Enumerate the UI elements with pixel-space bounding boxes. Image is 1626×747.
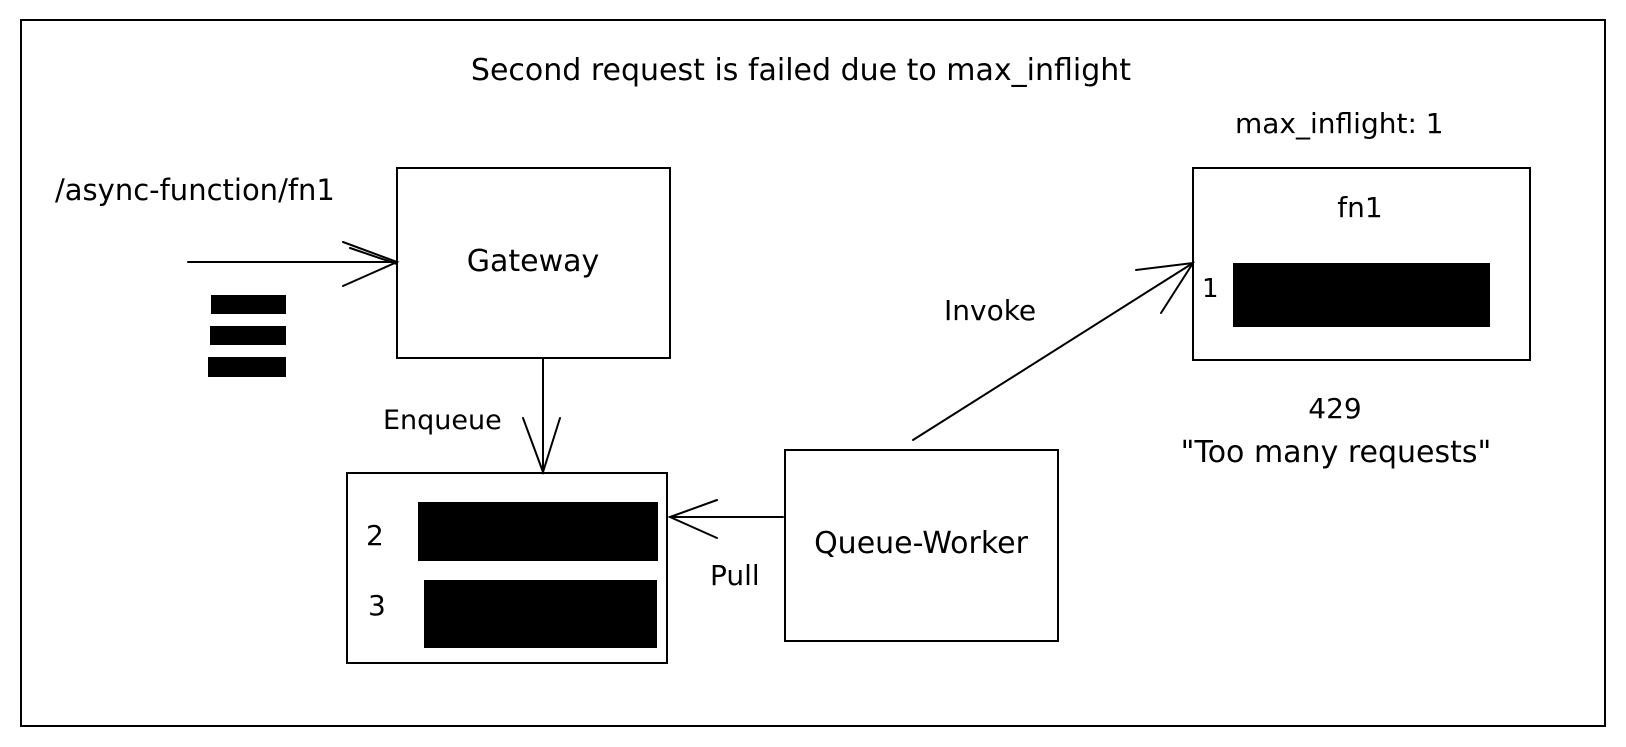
pending-request-bar (210, 326, 286, 345)
pull-arrow (667, 499, 784, 539)
invoke-label: Invoke (944, 294, 1036, 327)
function-box (1192, 167, 1531, 361)
enqueue-arrow (522, 357, 561, 476)
queue-worker-label: Queue-Worker (814, 526, 1029, 561)
pending-request-bar (211, 295, 286, 314)
enqueue-label: Enqueue (383, 405, 502, 436)
function-item-bar (1233, 263, 1490, 327)
function-name: fn1 (1337, 191, 1382, 224)
gateway-label: Gateway (467, 244, 600, 279)
endpoint-label: /async-function/fn1 (55, 173, 335, 207)
gateway-box (396, 167, 671, 359)
queue-item-number: 3 (368, 589, 386, 622)
max-inflight-label: max_inflight: 1 (1235, 107, 1444, 140)
queue-box (346, 472, 668, 664)
queue-item-bar (424, 580, 657, 648)
diagram-title: Second request is failed due to max_infl… (471, 53, 1131, 88)
invoke-arrow (912, 261, 1195, 441)
error-message-label: "Too many requests" (1181, 435, 1492, 470)
outer-frame (20, 19, 1606, 727)
incoming-request-arrow (187, 241, 400, 287)
function-item-number: 1 (1202, 274, 1219, 304)
pending-request-bar (208, 357, 286, 377)
queue-worker-box (784, 449, 1059, 642)
status-code-label: 429 (1308, 392, 1361, 425)
queue-item-number: 2 (366, 519, 384, 552)
pull-label: Pull (710, 559, 760, 592)
queue-item-bar (418, 502, 658, 561)
